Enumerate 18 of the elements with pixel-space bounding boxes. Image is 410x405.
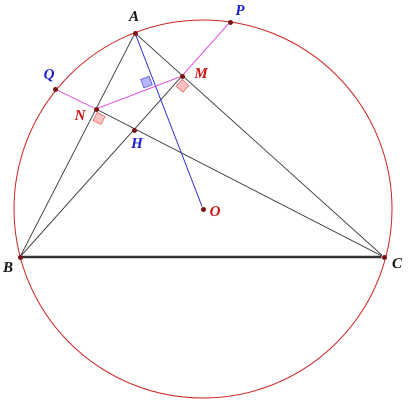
line-segment	[56, 90, 94, 108]
line-segment	[135, 34, 203, 208]
line-segment	[21, 77, 181, 256]
point-label: Q	[44, 67, 54, 83]
line-segment	[136, 34, 383, 256]
line-segment	[20, 34, 134, 256]
point-label: N	[74, 108, 86, 124]
point-label: O	[210, 204, 220, 220]
point-label: P	[235, 3, 245, 19]
point-label: M	[194, 66, 208, 82]
point-label: C	[392, 256, 402, 272]
line-segment	[98, 76, 180, 109]
line-segment	[183, 23, 229, 75]
point-label: A	[129, 9, 139, 25]
line-segment	[22, 256, 382, 258]
point-label: H	[131, 136, 143, 152]
point-label: B	[3, 260, 13, 276]
line-segment	[98, 110, 382, 256]
